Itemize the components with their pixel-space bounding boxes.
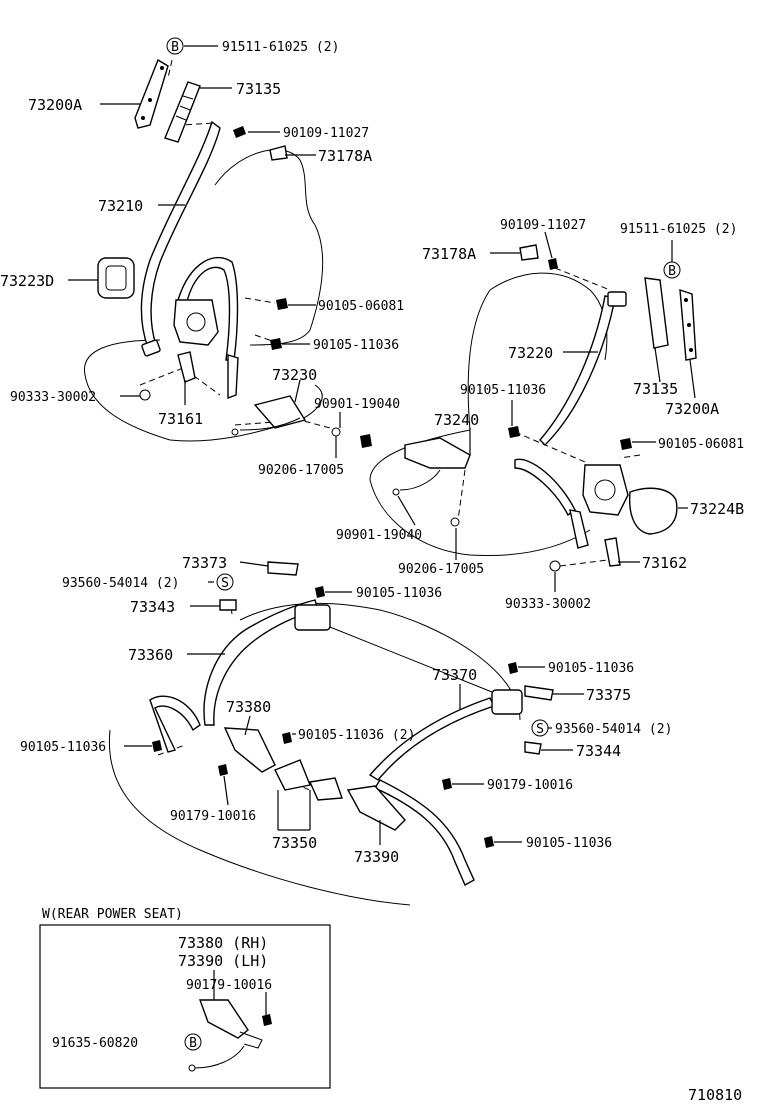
svg-text:B: B xyxy=(189,1036,197,1051)
leader-lines xyxy=(68,45,696,845)
clip-73375 xyxy=(524,685,554,701)
svg-text:S: S xyxy=(536,722,544,737)
cover-73224b xyxy=(628,487,678,535)
s-symbol xyxy=(531,719,549,737)
label-90333-30002-right: 90333-30002 xyxy=(505,597,591,612)
inset-rear-power-seat: W(REAR POWER SEAT) 73380 (RH) 73390 (LH)… xyxy=(39,907,331,1089)
label-73200a-top: 73200A xyxy=(28,96,82,114)
label-91511-61025-right: 91511-61025 (2) xyxy=(620,222,737,237)
b-symbol xyxy=(184,1033,202,1051)
label-73390: 73390 xyxy=(354,848,399,866)
guide-73135-left xyxy=(164,81,201,143)
clip-73344 xyxy=(524,741,542,755)
label-73224b: 73224B xyxy=(690,500,744,518)
label-90105-11036-l: 90105-11036 xyxy=(20,740,106,755)
retractor-right xyxy=(582,464,629,516)
b-symbol xyxy=(166,37,184,55)
label-73343: 73343 xyxy=(130,598,175,616)
diagram-number: 710810 xyxy=(688,1086,742,1104)
label-90105-06081-left: 90105-06081 xyxy=(318,299,404,314)
label-90105-11036-2: 90105-11036 (2) xyxy=(298,728,415,743)
part-labels: 91511-61025 (2) 73135 73200A 90109-11027… xyxy=(0,40,744,866)
label-73373: 73373 xyxy=(182,554,227,572)
label-73230: 73230 xyxy=(272,366,317,384)
label-73344: 73344 xyxy=(576,742,621,760)
bracket-73162 xyxy=(604,537,621,567)
label-73178a-right: 73178A xyxy=(422,245,476,263)
label-90105-06081-right: 90105-06081 xyxy=(658,437,744,452)
label-73162: 73162 xyxy=(642,554,687,572)
symbols: B B S S xyxy=(166,37,681,737)
inset-label-91635: 91635-60820 xyxy=(52,1036,138,1051)
label-73223d: 73223D xyxy=(0,272,54,290)
buckle-73380 xyxy=(223,727,276,773)
buckle-73240 xyxy=(404,437,471,469)
label-90179-10016-right: 90179-10016 xyxy=(487,778,573,793)
clip-73373 xyxy=(267,561,299,576)
inset-frame xyxy=(39,924,331,1089)
rear-seat xyxy=(108,561,554,906)
clip-73343 xyxy=(219,599,237,611)
label-73135-top: 73135 xyxy=(236,80,281,98)
s-symbol xyxy=(216,573,234,591)
left-seat-cushion-outline xyxy=(83,339,323,442)
label-93560-54014-left: 93560-54014 (2) xyxy=(62,576,179,591)
right-seat-cushion-outline xyxy=(369,429,591,556)
label-73380: 73380 xyxy=(226,698,271,716)
b-symbol xyxy=(663,261,681,279)
label-73178a-left: 73178A xyxy=(318,147,372,165)
label-73370: 73370 xyxy=(432,666,477,684)
label-90105-11036-mid: 90105-11036 xyxy=(460,383,546,398)
label-73200a-right: 73200A xyxy=(665,400,719,418)
retractor-left xyxy=(173,299,219,346)
label-73360: 73360 xyxy=(128,646,173,664)
label-90901-19040-top: 90901-19040 xyxy=(314,397,400,412)
label-90105-11036-r2: 90105-11036 xyxy=(526,836,612,851)
inset-label-73380: 73380 (RH) xyxy=(178,934,268,952)
label-73240: 73240 xyxy=(434,411,479,429)
label-90901-19040-bottom: 90901-19040 xyxy=(336,528,422,543)
guide-73135-right xyxy=(644,277,669,349)
label-90206-17005-left: 90206-17005 xyxy=(258,463,344,478)
clip-73178a-left xyxy=(269,145,288,161)
left-front-seat xyxy=(83,58,372,448)
svg-text:B: B xyxy=(668,264,676,279)
buckle-73350 xyxy=(274,759,311,791)
buckle-73390 xyxy=(346,785,406,831)
rear-seat-outline xyxy=(108,602,521,906)
bracket-73161 xyxy=(177,351,196,383)
label-73375: 73375 xyxy=(586,686,631,704)
label-90105-11036-left: 90105-11036 xyxy=(313,338,399,353)
inset-label-73390: 73390 (LH) xyxy=(178,952,268,970)
label-90109-11027-left: 90109-11027 xyxy=(283,126,369,141)
svg-text:B: B xyxy=(171,40,179,55)
label-73210: 73210 xyxy=(98,197,143,215)
label-90105-11036-r1: 90105-11036 xyxy=(548,661,634,676)
svg-text:S: S xyxy=(221,576,229,591)
label-73220: 73220 xyxy=(508,344,553,362)
anchor-plate-73200a-left xyxy=(134,58,169,129)
clip-73178a-right xyxy=(519,244,539,261)
label-73350: 73350 xyxy=(272,834,317,852)
label-90333-30002-left: 90333-30002 xyxy=(10,390,96,405)
label-90109-11027-right: 90109-11027 xyxy=(500,218,586,233)
label-73161: 73161 xyxy=(158,410,203,428)
label-90206-17005-right: 90206-17005 xyxy=(398,562,484,577)
inset-label-90179: 90179-10016 xyxy=(186,978,272,993)
label-90105-11036-c: 90105-11036 xyxy=(356,586,442,601)
inset-title: W(REAR POWER SEAT) xyxy=(42,907,183,922)
label-73135-right: 73135 xyxy=(633,380,678,398)
cover-73223d xyxy=(97,257,135,299)
inset-buckle xyxy=(199,999,249,1039)
label-91511-61025-top: 91511-61025 (2) xyxy=(222,40,339,55)
label-90179-10016-left: 90179-10016 xyxy=(170,809,256,824)
buckle-73230 xyxy=(253,395,307,429)
right-front-seat xyxy=(369,244,697,572)
belt-73220 xyxy=(539,295,616,446)
label-93560-54014-right: 93560-54014 (2) xyxy=(555,722,672,737)
